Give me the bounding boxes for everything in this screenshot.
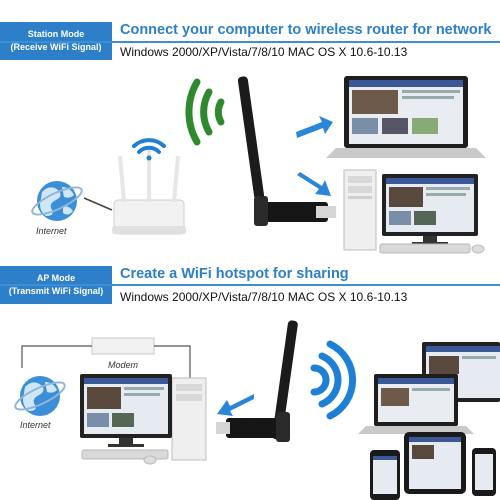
router-wifi-icon <box>132 138 166 161</box>
transmit-wifi-icon <box>310 340 356 420</box>
arrow-to-pc-icon <box>217 394 254 416</box>
ap-phone-icon <box>472 448 496 496</box>
station-illustration: Internet <box>31 76 486 254</box>
desktop-tower-icon <box>343 169 377 251</box>
ap-internet-label: Internet <box>20 420 51 430</box>
router-icon <box>112 150 186 235</box>
desktop-monitor-icon <box>382 174 478 245</box>
modem-icon <box>91 337 155 355</box>
ap-divider <box>0 284 500 286</box>
ap-smartphone-icon <box>370 450 400 500</box>
station-os-support: Windows 2000/XP/Vista/7/8/10 MAC OS X 10… <box>120 45 408 59</box>
ap-desktop-monitor-icon <box>80 374 172 447</box>
ap-os-support: Windows 2000/XP/Vista/7/8/10 MAC OS X 10… <box>120 290 408 304</box>
arrow-to-desktop-icon <box>297 172 331 196</box>
ap-desktop-tower-icon <box>171 377 207 461</box>
station-mode-subtitle: (Receive WiFi Signal) <box>10 42 102 52</box>
station-internet-label: Internet <box>36 226 67 236</box>
ap-mode-subtitle: (Transmit WiFi Signal) <box>8 286 104 296</box>
laptop-icon <box>326 76 486 158</box>
ap-tablet-icon <box>404 432 466 494</box>
ap-usb-wifi-adapter-icon <box>216 320 298 442</box>
ap-headline: Create a WiFi hotspot for sharing <box>120 266 349 282</box>
mouse-icon <box>471 244 485 254</box>
globe-router-cable <box>83 197 113 211</box>
ap-mouse-icon <box>143 455 157 465</box>
modem-pc-cable <box>154 345 191 378</box>
modem-globe-cable <box>21 345 92 368</box>
station-mode-title: Station Mode <box>27 29 85 39</box>
usb-wifi-adapter-icon <box>237 76 336 226</box>
ap-mode-title: AP Mode <box>36 273 76 283</box>
keyboard-icon <box>379 243 471 254</box>
station-divider <box>0 41 500 43</box>
ap-globe-icon <box>14 376 66 416</box>
globe-icon <box>31 181 83 221</box>
ap-laptop-icon <box>358 374 474 434</box>
station-headline: Connect your computer to wireless router… <box>120 22 492 38</box>
modem-label: Modem <box>108 360 139 370</box>
receive-wifi-icon <box>185 78 225 146</box>
arrow-to-laptop-icon <box>296 116 333 138</box>
ap-illustration: Modem Internet <box>14 320 500 500</box>
